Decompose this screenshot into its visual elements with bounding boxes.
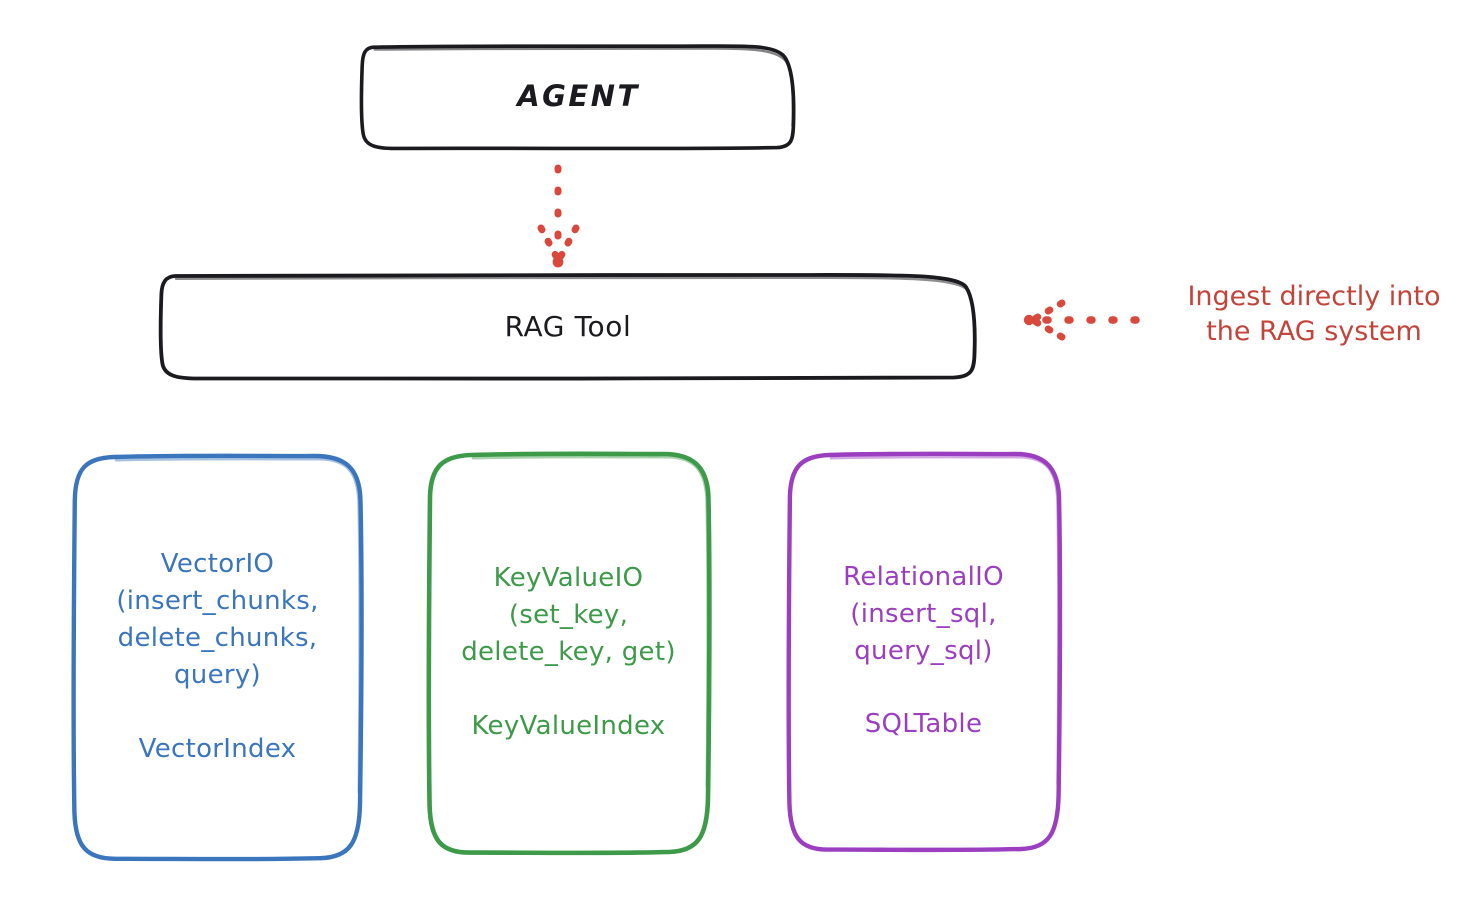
node-agent-label: AGENT: [517, 79, 640, 114]
node-keyvalueio[interactable]: KeyValueIO (set_key, delete_key, get) Ke…: [425, 450, 712, 856]
node-keyvalueio-label: KeyValueIO (set_key, delete_key, get) Ke…: [461, 563, 676, 741]
connector-ingest-into-rag-tool: [1023, 299, 1140, 341]
node-rag-tool[interactable]: RAG Tool: [156, 271, 980, 382]
node-relationalio-label: RelationalIO (insert_sql, query_sql) SQL…: [843, 561, 1004, 740]
node-relationalio[interactable]: RelationalIO (insert_sql, query_sql) SQL…: [785, 450, 1063, 853]
annotation-ingest-note: Ingest directly into the RAG system: [1187, 281, 1441, 348]
connector-agent-to-rag-tool: [537, 164, 580, 268]
node-agent[interactable]: AGENT: [357, 42, 800, 152]
node-rag-tool-label: RAG Tool: [504, 309, 632, 343]
node-vectorio-label: VectorIO (insert_chunks, delete_chunks, …: [116, 549, 319, 764]
node-vectorio[interactable]: VectorIO (insert_chunks, delete_chunks, …: [70, 452, 365, 862]
